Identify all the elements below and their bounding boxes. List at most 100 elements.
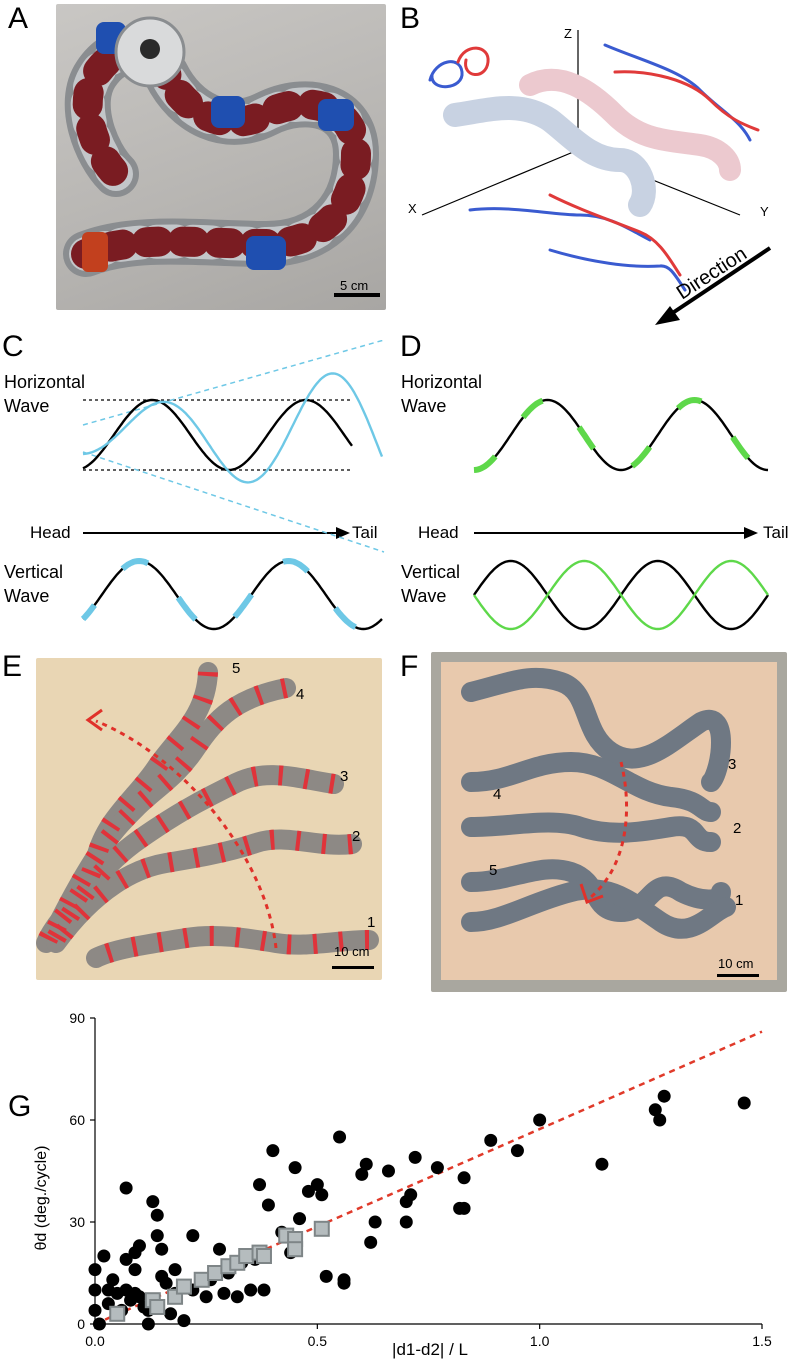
- d-horizontal-label-2: Wave: [401, 396, 447, 416]
- data-point-circle: [88, 1283, 102, 1297]
- projection-blue: [603, 43, 752, 142]
- x-tick-label: 1.0: [530, 1333, 550, 1349]
- trial-label-e: 1: [367, 914, 376, 931]
- data-point-circle: [381, 1164, 395, 1178]
- data-point-circle: [648, 1103, 662, 1117]
- data-point-circle: [261, 1198, 275, 1212]
- blue-module: [246, 236, 286, 270]
- projection-red: [456, 46, 490, 76]
- x-tick-label: 0.5: [308, 1333, 328, 1349]
- data-point-circle: [150, 1229, 164, 1243]
- robot-trace: [461, 751, 721, 822]
- data-point-circle: [119, 1252, 133, 1266]
- panel-letter-c: C: [2, 330, 24, 363]
- robot-photo: [56, 4, 386, 310]
- d-horizontal-wave: [473, 398, 769, 472]
- data-point-circle: [399, 1215, 413, 1229]
- scale-label-e: 10 cm: [334, 944, 370, 959]
- y-tick-label: 30: [69, 1214, 85, 1230]
- robot-trace: [86, 925, 379, 968]
- scale-label-a: 5 cm: [340, 278, 369, 293]
- data-point-circle: [595, 1157, 609, 1171]
- y-axis-label: θd (deg./cycle): [33, 1146, 50, 1251]
- projection-red: [548, 193, 682, 277]
- trial-label-e: 5: [232, 660, 241, 677]
- data-point-circle: [141, 1317, 155, 1331]
- data-point-circle: [253, 1178, 267, 1192]
- robot-trace: [461, 812, 721, 852]
- data-point-circle: [737, 1096, 751, 1110]
- x-axis: [421, 149, 579, 216]
- d-vertical-wave-green: [473, 559, 769, 631]
- data-point-circle: [164, 1307, 178, 1321]
- robot-trace: [46, 829, 362, 953]
- trial-label-e: 4: [296, 686, 305, 703]
- data-point-circle: [159, 1276, 173, 1290]
- d-vertical-label: Vertical: [401, 562, 461, 582]
- rotation-arrowhead: [85, 708, 103, 732]
- data-point-circle: [533, 1113, 547, 1127]
- data-point-square: [207, 1265, 224, 1281]
- data-point-square: [193, 1271, 210, 1288]
- data-point-circle: [368, 1215, 382, 1229]
- c-growth-envelope: [82, 340, 385, 426]
- projection-blue: [428, 60, 464, 89]
- y-tick-label: 60: [69, 1112, 85, 1128]
- data-point-square: [175, 1278, 192, 1295]
- robot-trace: [461, 859, 731, 923]
- data-point-circle: [355, 1167, 369, 1181]
- data-point-circle: [92, 1317, 106, 1331]
- data-point-circle: [266, 1144, 280, 1158]
- blue-module: [318, 99, 354, 131]
- orange-module: [82, 232, 108, 272]
- data-point-circle: [119, 1181, 133, 1195]
- c-arrowhead: [336, 527, 350, 539]
- data-point-circle: [510, 1144, 524, 1158]
- panel-letter-g: G: [8, 1090, 32, 1123]
- c-horizontal-label-2: Wave: [4, 396, 50, 416]
- x-tick-label: 0.0: [85, 1333, 105, 1349]
- rotation-arrowhead: [579, 883, 604, 904]
- scale-bar-f: [717, 974, 759, 977]
- data-point-circle: [177, 1314, 191, 1328]
- blue-module: [211, 96, 245, 128]
- scale-label-f: 10 cm: [718, 956, 754, 971]
- data-point-circle: [217, 1286, 231, 1300]
- data-point-circle: [88, 1263, 102, 1277]
- c-horizontal-label: Horizontal: [4, 372, 86, 392]
- d-contact-segments: [473, 396, 769, 474]
- c-horizontal-wave: [82, 398, 353, 472]
- panel-letter-a: A: [8, 2, 29, 35]
- robot-pose-red: [519, 68, 741, 181]
- data-point-circle: [132, 1239, 146, 1253]
- data-point-circle: [97, 1249, 111, 1263]
- data-point-circle: [199, 1290, 213, 1304]
- data-point-circle: [155, 1242, 169, 1256]
- data-point-square: [109, 1305, 126, 1322]
- data-point-circle: [319, 1269, 333, 1283]
- scale-bar-e: [332, 966, 374, 969]
- y-tick-label: 0: [77, 1316, 85, 1332]
- data-point-circle: [310, 1178, 324, 1192]
- data-point-circle: [150, 1208, 164, 1222]
- panel-letter-f: F: [400, 650, 419, 683]
- direction-arrowhead: [655, 306, 680, 325]
- data-point-square: [313, 1220, 330, 1237]
- camera-lens: [140, 39, 160, 59]
- data-point-circle: [301, 1184, 315, 1198]
- data-point-circle: [230, 1290, 244, 1304]
- data-point-circle: [364, 1235, 378, 1249]
- data-point-circle: [146, 1195, 160, 1209]
- axis-label-y: Y: [760, 204, 769, 219]
- trajectory-photo-e: [36, 658, 382, 980]
- data-point-circle: [408, 1150, 422, 1164]
- d-horizontal-label: Horizontal: [401, 372, 483, 392]
- rotation-arrow: [590, 761, 629, 899]
- data-point-circle: [168, 1263, 182, 1277]
- data-point-circle: [653, 1113, 667, 1127]
- scale-bar-a: [334, 293, 380, 297]
- x-axis-label: |d1-d2| / L: [392, 1340, 468, 1359]
- c-vertical-wave: [82, 559, 383, 631]
- trial-label-f: 5: [489, 862, 498, 879]
